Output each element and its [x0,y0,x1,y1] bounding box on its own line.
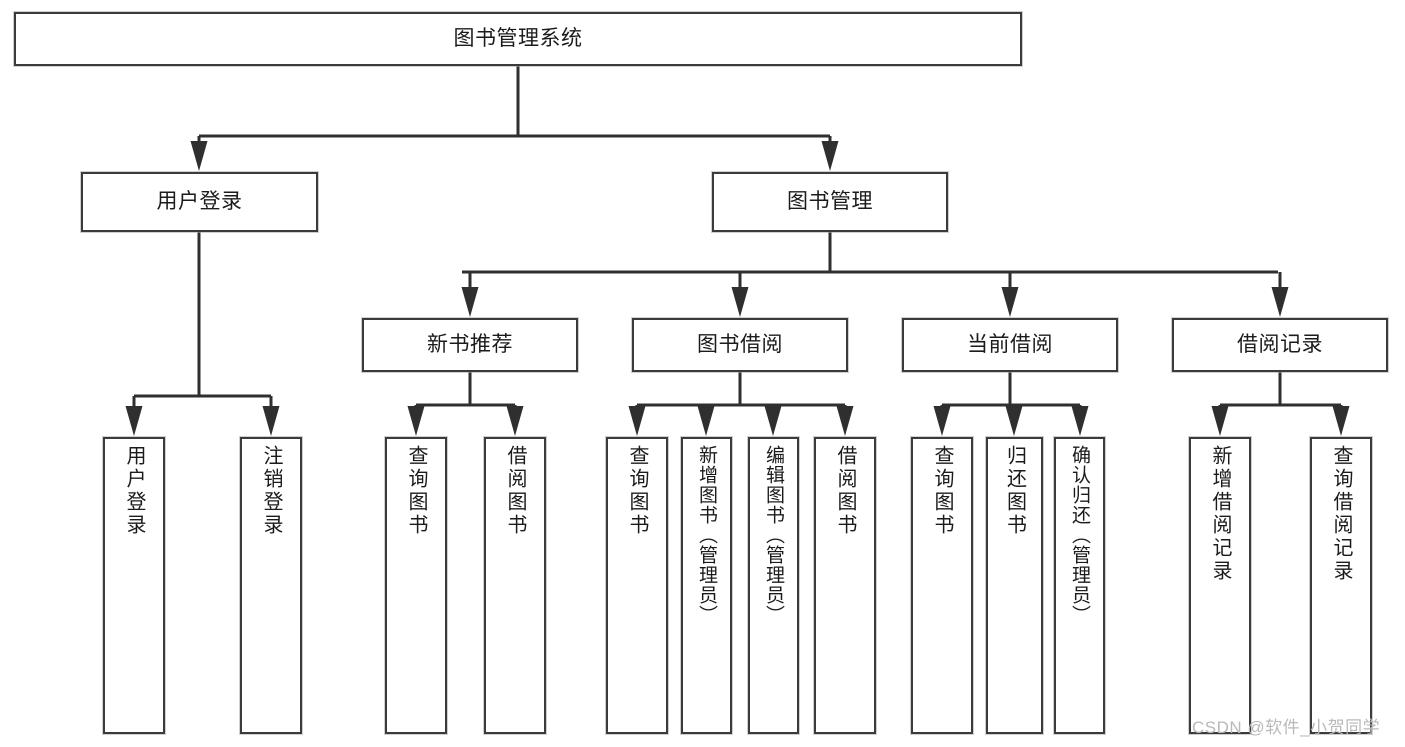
arrow-leaf-bb-edit-head [764,406,782,436]
arrow-leaf-rec-query-head [407,406,425,436]
arrow-leaf-user-logout-head [262,406,280,436]
arrow-leaf-cb-confirm-head [1071,406,1089,436]
node-label: 用户登录 [156,189,243,213]
arrow-book-manage-head [821,141,839,171]
node-new-book-rec[interactable]: 新书推荐 [362,318,578,372]
node-label: 查询图书 [405,445,427,537]
arrow-leaf-cb-return-head [1005,406,1023,436]
arrow-current-borrow-head [1001,287,1019,317]
node-label: 新增图书（管理员） [696,445,717,625]
node-label: 新增借阅记录 [1209,445,1231,583]
arrow-leaf-br-query-head [1332,406,1350,436]
node-label: 当前借阅 [967,332,1053,356]
arrow-leaf-br-add-head [1211,406,1229,436]
node-leaf-br-query[interactable]: 查询借阅记录 [1310,437,1372,734]
node-label: 查询借阅记录 [1330,445,1352,583]
node-label: 归还图书 [1003,445,1026,537]
arrow-leaf-user-login-head [125,406,143,436]
node-borrow-record[interactable]: 借阅记录 [1172,318,1388,372]
node-label: 图书管理系统 [453,26,583,50]
node-label: 借阅图书 [834,445,856,537]
arrow-leaf-bb-add-head [697,406,715,436]
node-leaf-bb-query[interactable]: 查询图书 [606,437,668,734]
arrow-leaf-bb-query-head [628,406,646,436]
arrow-leaf-bb-borrow-head [836,406,854,436]
node-label: 查询图书 [931,445,953,537]
node-leaf-bb-edit[interactable]: 编辑图书（管理员） [748,437,799,734]
node-leaf-cb-confirm[interactable]: 确认归还（管理员） [1054,437,1105,734]
node-leaf-rec-query[interactable]: 查询图书 [385,437,447,734]
node-label: 确认归还（管理员） [1069,445,1090,625]
watermark: CSDN @软件_小贺同学 [1192,718,1381,737]
node-label: 新书推荐 [427,332,513,356]
node-leaf-cb-query[interactable]: 查询图书 [911,437,973,734]
node-leaf-br-add[interactable]: 新增借阅记录 [1189,437,1251,734]
node-label: 借阅记录 [1237,332,1323,356]
node-label: 编辑图书（管理员） [763,445,784,625]
arrow-book-borrow-head [731,287,749,317]
arrow-new-book-rec-head [461,287,479,317]
node-book-borrow[interactable]: 图书借阅 [632,318,848,372]
node-leaf-rec-borrow[interactable]: 借阅图书 [484,437,546,734]
arrow-user-login-head [190,141,208,171]
node-label: 图书管理 [787,189,873,213]
node-label: 用户登录 [123,445,145,537]
node-user-login[interactable]: 用户登录 [81,172,318,232]
node-book-manage[interactable]: 图书管理 [712,172,948,232]
node-label: 查询图书 [626,445,648,537]
node-label: 注销登录 [260,445,282,537]
arrow-borrow-record-head [1271,287,1289,317]
arrow-leaf-cb-query-head [933,406,951,436]
node-leaf-user-login[interactable]: 用户登录 [103,437,165,734]
arrow-leaf-rec-borrow-head [506,406,524,436]
node-leaf-bb-add[interactable]: 新增图书（管理员） [681,437,732,734]
node-root[interactable]: 图书管理系统 [14,12,1022,66]
node-label: 借阅图书 [504,445,526,537]
node-current-borrow[interactable]: 当前借阅 [902,318,1118,372]
node-leaf-cb-return[interactable]: 归还图书 [986,437,1043,734]
node-label: 图书借阅 [697,332,783,356]
node-leaf-bb-borrow[interactable]: 借阅图书 [814,437,876,734]
node-leaf-user-logout[interactable]: 注销登录 [240,437,302,734]
